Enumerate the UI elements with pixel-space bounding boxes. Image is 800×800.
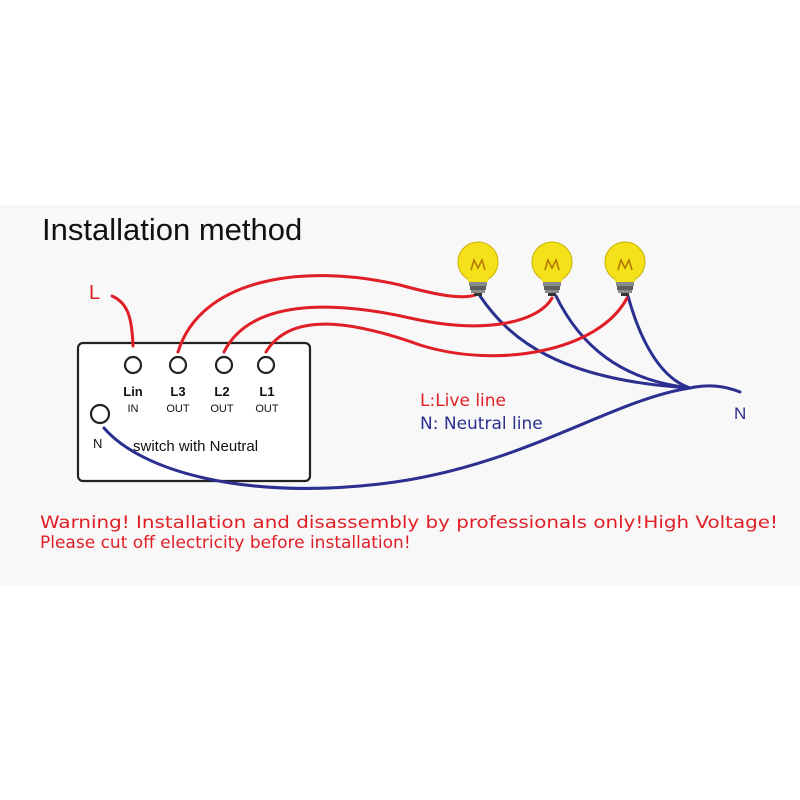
live-wire-input <box>110 294 135 348</box>
terminal-neutral-screw <box>89 403 111 425</box>
lamp-1 <box>457 241 499 296</box>
live-wires <box>110 274 629 358</box>
lamp-2 <box>531 241 573 296</box>
terminal-l2: L2 OUT <box>210 355 234 415</box>
switch-box <box>76 341 312 483</box>
terminal-l3-sub: OUT <box>166 403 190 415</box>
terminal-l3-label: L3 <box>170 384 185 399</box>
warning-line-2: Please cut off electricity before instal… <box>40 533 411 553</box>
neutral-wire-out <box>688 384 742 394</box>
live-wire-l3 <box>176 274 480 354</box>
terminal-l1: L1 OUT <box>255 355 279 415</box>
terminal-l2-sub: OUT <box>210 403 234 415</box>
legend-neutral: N: Neutral line <box>420 414 543 434</box>
terminal-lin: Lin IN <box>123 355 143 415</box>
terminal-neutral-label: N <box>93 436 102 451</box>
neutral-wire-lamp-2 <box>554 294 692 390</box>
light-bulb-icon <box>604 241 646 296</box>
light-bulb-icon <box>531 241 573 296</box>
terminal-l3-screw <box>168 355 188 375</box>
page-title: Installation method <box>42 212 302 247</box>
terminal-l1-screw <box>256 355 276 375</box>
neutral-out-label: N <box>734 404 746 423</box>
terminal-lin-screw <box>123 355 143 375</box>
terminal-l3: L3 OUT <box>166 355 190 415</box>
terminal-lin-sub: IN <box>128 403 139 415</box>
switch-name: switch with Neutral <box>133 438 258 455</box>
terminal-lin-label: Lin <box>123 384 143 399</box>
terminal-l1-label: L1 <box>259 384 274 399</box>
input-label-l: L <box>89 282 100 304</box>
live-wire-l2 <box>222 296 554 354</box>
warning-line-1: Warning! Installation and disassembly by… <box>40 513 778 533</box>
neutral-wire-switch <box>102 386 692 490</box>
terminal-l2-screw <box>214 355 234 375</box>
light-bulb-icon <box>457 241 499 296</box>
terminal-neutral: N <box>89 403 111 451</box>
live-wire-l1 <box>264 296 629 358</box>
neutral-wire-lamp-1 <box>478 294 692 390</box>
terminal-l2-label: L2 <box>214 384 229 399</box>
neutral-wires <box>102 294 742 490</box>
terminal-l1-sub: OUT <box>255 403 279 415</box>
neutral-wire-lamp-3 <box>626 294 692 390</box>
lamp-3 <box>604 241 646 296</box>
legend-live: L:Live line <box>420 391 506 411</box>
